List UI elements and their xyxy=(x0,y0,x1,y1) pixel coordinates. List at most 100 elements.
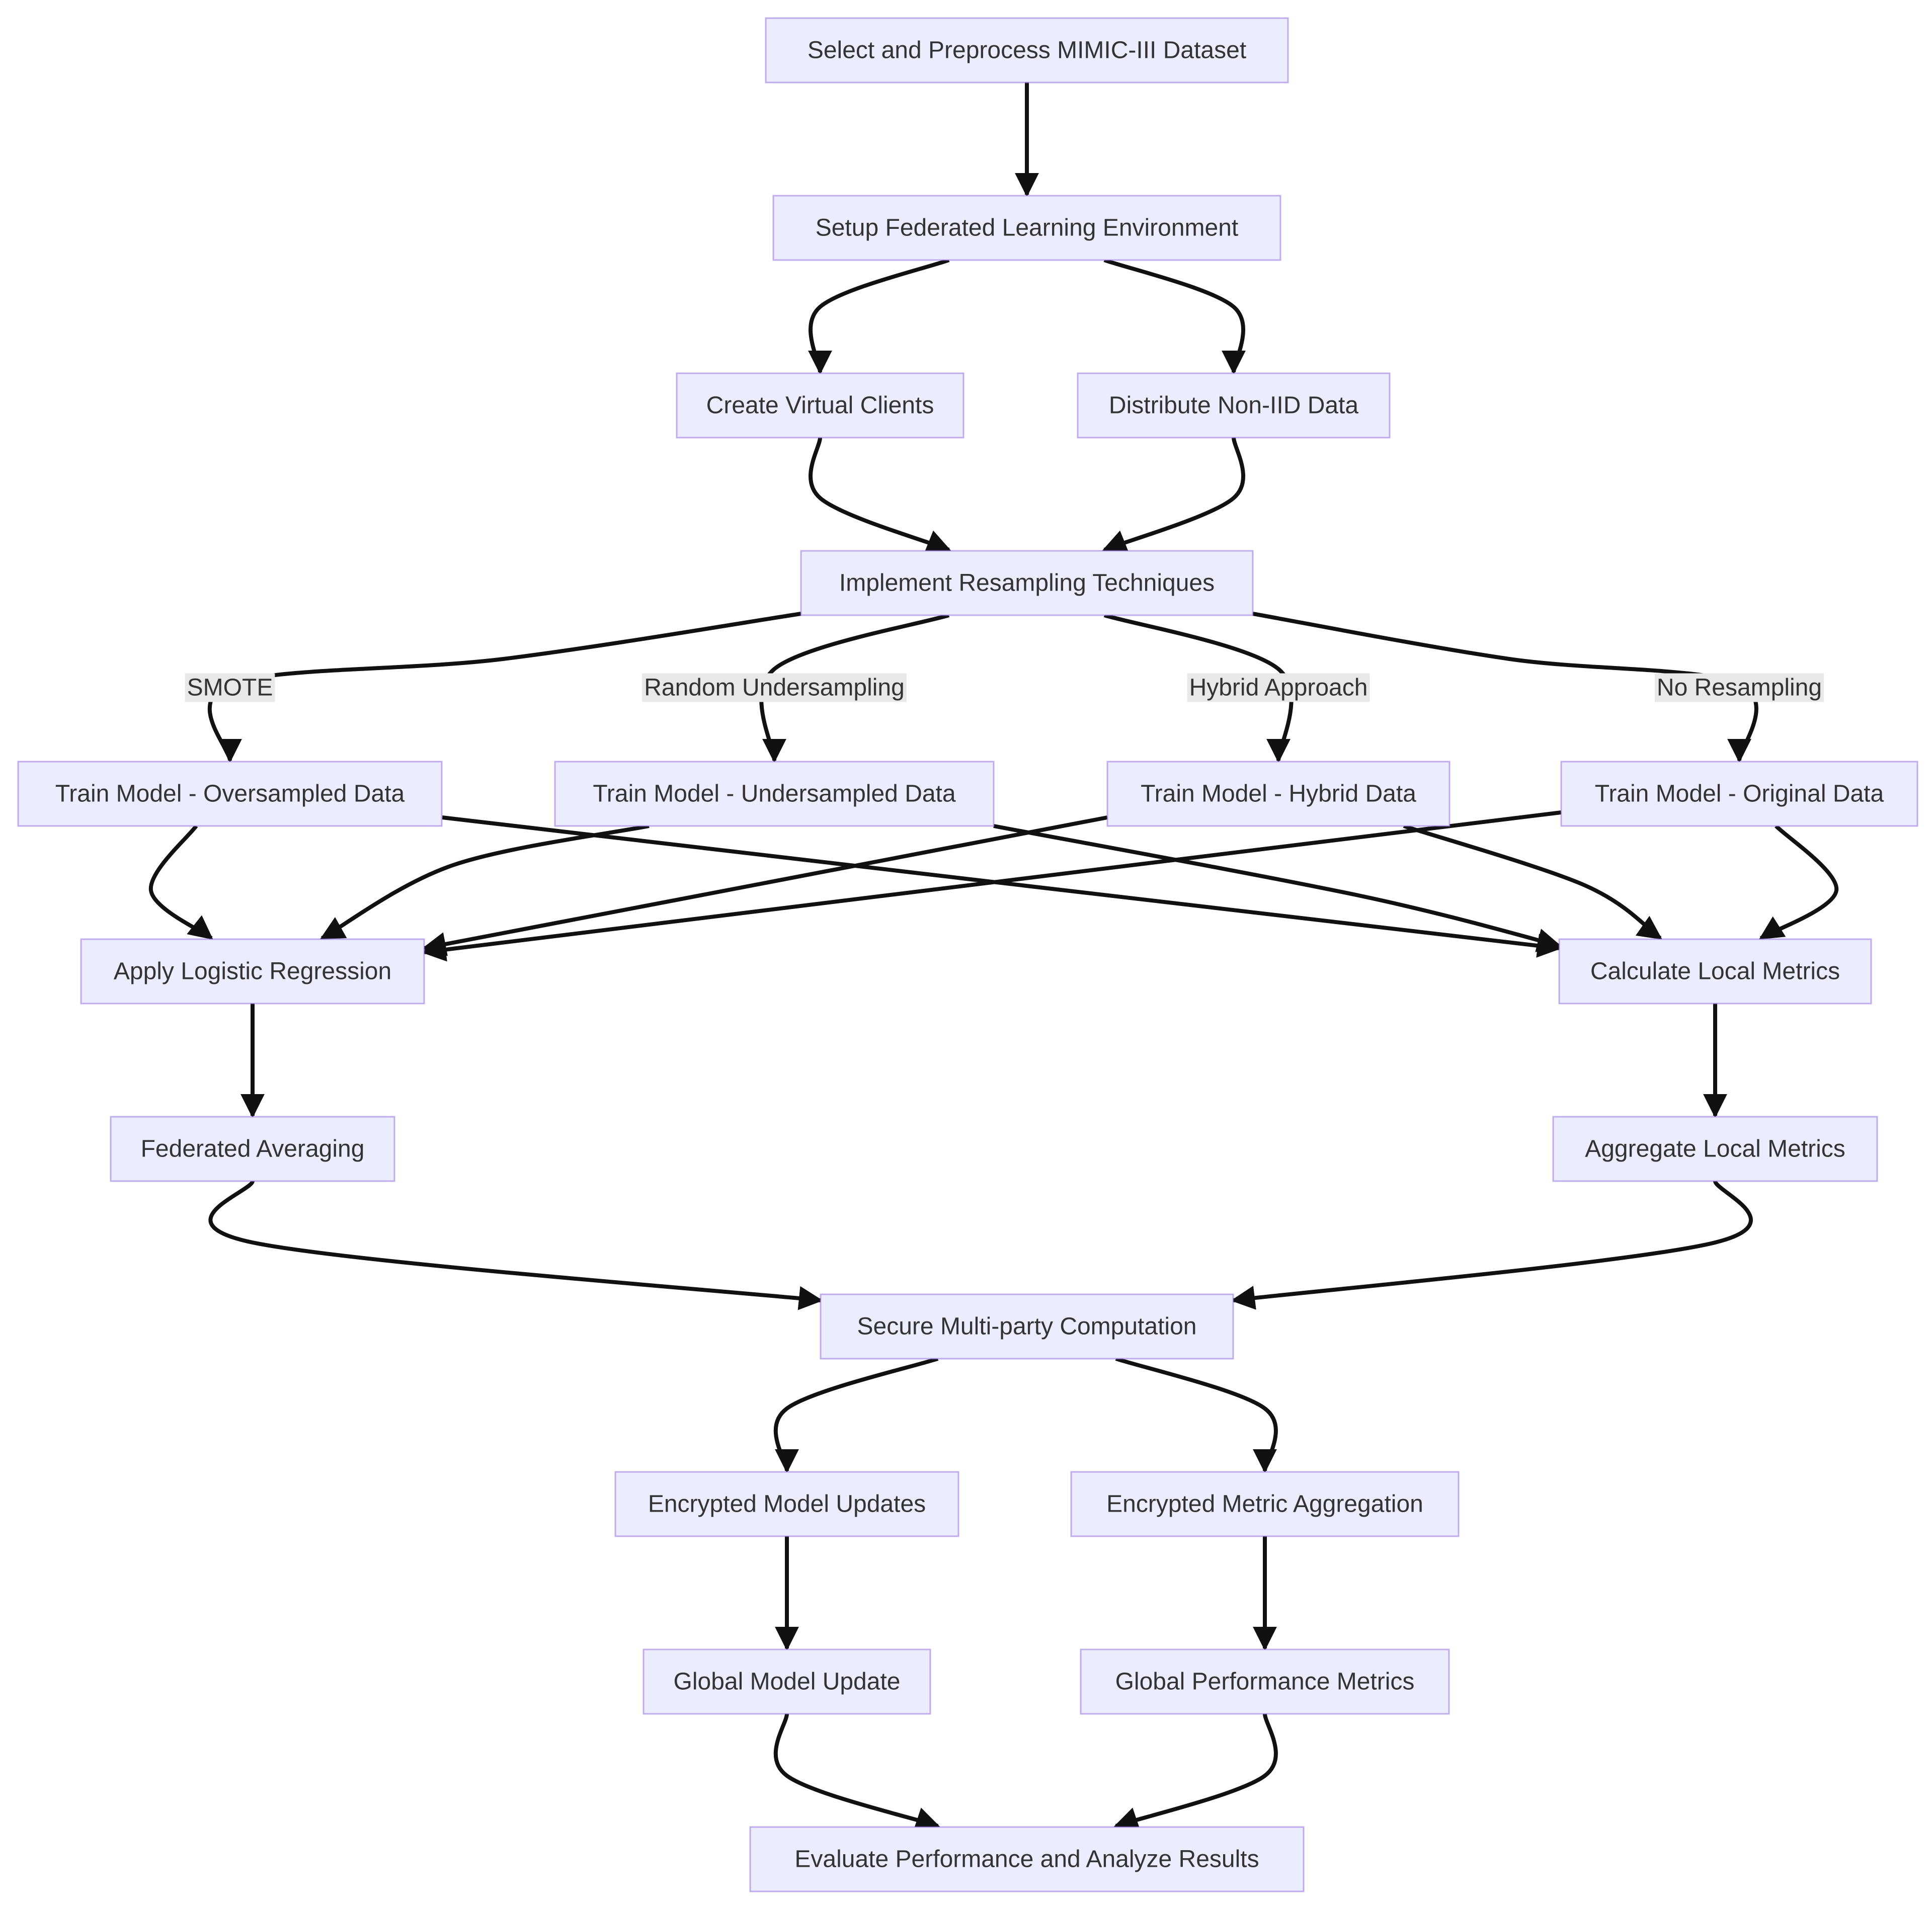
edge-label: Hybrid Approach xyxy=(1187,673,1370,702)
edge-train-orig-to-logreg xyxy=(422,810,1562,962)
edge-arrow xyxy=(422,810,1562,962)
node-box xyxy=(80,938,425,1005)
node-label: Train Model - Oversampled Data xyxy=(55,781,405,807)
edge-arrow xyxy=(1252,612,1758,763)
edge-label-text: No Resampling xyxy=(1657,675,1822,701)
node-box xyxy=(800,550,1254,616)
edge-labels-layer: SMOTE Random Undersampling Hybrid Approach… xyxy=(185,673,1824,702)
node-label: Evaluate Performance and Analyze Results xyxy=(794,1846,1259,1873)
node-distribute: Distribute Non-IID Data xyxy=(1077,372,1391,439)
node-clients: Create Virtual Clients xyxy=(676,372,964,439)
nodes-layer: Select and Preprocess MIMIC-III DatasetS… xyxy=(17,17,1918,1892)
node-box xyxy=(554,761,995,827)
node-box xyxy=(1552,1116,1878,1182)
node-label: Global Model Update xyxy=(674,1669,901,1695)
node-label: Apply Logistic Regression xyxy=(114,958,391,985)
edge-smpc-to-enc-updates xyxy=(773,1357,939,1473)
edge-clients-to-resampling xyxy=(809,437,951,553)
node-label: Encrypted Metric Aggregation xyxy=(1106,1491,1423,1518)
node-smpc: Secure Multi-party Computation xyxy=(820,1293,1234,1360)
edge-label-background xyxy=(1654,673,1824,702)
edge-label-background xyxy=(1187,673,1370,702)
node-box xyxy=(765,17,1289,84)
node-label: Train Model - Original Data xyxy=(1595,781,1884,807)
node-label: Setup Federated Learning Environment xyxy=(816,215,1239,241)
node-box xyxy=(820,1293,1234,1360)
node-train-orig: Train Model - Original Data xyxy=(1560,761,1918,827)
edge-resampling-to-train-hybrid xyxy=(1103,613,1294,763)
node-box xyxy=(1558,938,1872,1005)
edge-arrow xyxy=(1103,613,1294,763)
node-box xyxy=(642,1648,931,1715)
node-box xyxy=(1560,761,1918,827)
edge-arrow xyxy=(808,258,950,375)
node-select: Select and Preprocess MIMIC-III Dataset xyxy=(765,17,1289,84)
node-resampling: Implement Resampling Techniques xyxy=(800,550,1254,616)
edge-setup-to-clients xyxy=(808,258,950,375)
node-label: Federated Averaging xyxy=(141,1136,365,1163)
edge-resampling-to-train-under xyxy=(759,613,950,763)
edge-label: SMOTE xyxy=(185,673,275,702)
node-label: Secure Multi-party Computation xyxy=(857,1313,1197,1340)
edge-label: No Resampling xyxy=(1654,673,1824,702)
edge-label-text: SMOTE xyxy=(187,675,273,701)
edge-label-text: Hybrid Approach xyxy=(1189,675,1368,701)
edge-label: Random Undersampling xyxy=(642,673,907,702)
node-enc-metrics: Encrypted Metric Aggregation xyxy=(1070,1471,1460,1537)
edge-arrow xyxy=(809,437,951,553)
node-global-metrics: Global Performance Metrics xyxy=(1080,1648,1450,1715)
node-local-metrics: Calculate Local Metrics xyxy=(1558,938,1872,1005)
edge-smpc-to-enc-metrics xyxy=(1115,1357,1278,1473)
node-train-under: Train Model - Undersampled Data xyxy=(554,761,995,827)
edge-arrow xyxy=(422,815,1108,956)
edge-label-background xyxy=(185,673,275,702)
node-box xyxy=(17,761,443,827)
edge-fedavg-to-smpc xyxy=(208,1180,823,1310)
edge-agg-metrics-to-smpc xyxy=(1231,1180,1753,1310)
edge-resampling-to-train-over xyxy=(207,612,801,763)
edge-label-text: Random Undersampling xyxy=(644,675,905,701)
edge-setup-to-distribute xyxy=(1103,258,1246,375)
node-label: Select and Preprocess MIMIC-III Dataset xyxy=(808,37,1246,64)
edge-global-update-to-evaluate xyxy=(773,1713,940,1831)
edge-arrow xyxy=(1758,824,1839,940)
edge-arrow xyxy=(1231,1180,1753,1310)
node-logreg: Apply Logistic Regression xyxy=(80,938,425,1005)
edge-train-under-to-local-metrics xyxy=(993,824,1562,952)
node-box xyxy=(676,372,964,439)
node-label: Train Model - Hybrid Data xyxy=(1141,781,1416,807)
edge-arrow xyxy=(1102,437,1245,553)
node-label: Encrypted Model Updates xyxy=(648,1491,926,1518)
node-label: Create Virtual Clients xyxy=(706,392,934,419)
edge-arrow xyxy=(1403,824,1662,940)
node-box xyxy=(110,1116,395,1182)
edges-layer xyxy=(148,82,1839,1831)
node-train-over: Train Model - Oversampled Data xyxy=(17,761,443,827)
node-label: Calculate Local Metrics xyxy=(1590,958,1840,985)
edge-arrow xyxy=(773,1357,939,1473)
edge-arrow xyxy=(1103,258,1246,375)
edge-arrow xyxy=(759,613,950,763)
edge-train-over-to-logreg xyxy=(148,824,213,940)
edge-arrow xyxy=(773,1713,940,1831)
edge-global-metrics-to-evaluate xyxy=(1113,1713,1278,1831)
node-global-update: Global Model Update xyxy=(642,1648,931,1715)
node-box xyxy=(749,1826,1305,1892)
edge-train-hybrid-to-logreg xyxy=(422,815,1108,956)
node-setup: Setup Federated Learning Environment xyxy=(772,195,1281,261)
node-label: Train Model - Undersampled Data xyxy=(593,781,956,807)
node-box xyxy=(1070,1471,1460,1537)
edge-train-under-to-logreg xyxy=(319,824,650,940)
node-box xyxy=(772,195,1281,261)
node-box xyxy=(1080,1648,1450,1715)
node-enc-updates: Encrypted Model Updates xyxy=(614,1471,959,1537)
node-evaluate: Evaluate Performance and Analyze Results xyxy=(749,1826,1305,1892)
edge-arrow xyxy=(319,824,650,940)
node-label: Distribute Non-IID Data xyxy=(1109,392,1358,419)
node-box xyxy=(1077,372,1391,439)
node-box xyxy=(1106,761,1451,827)
edge-arrow xyxy=(208,1180,823,1310)
node-label: Implement Resampling Techniques xyxy=(839,570,1215,597)
edge-resampling-to-train-orig xyxy=(1252,612,1758,763)
